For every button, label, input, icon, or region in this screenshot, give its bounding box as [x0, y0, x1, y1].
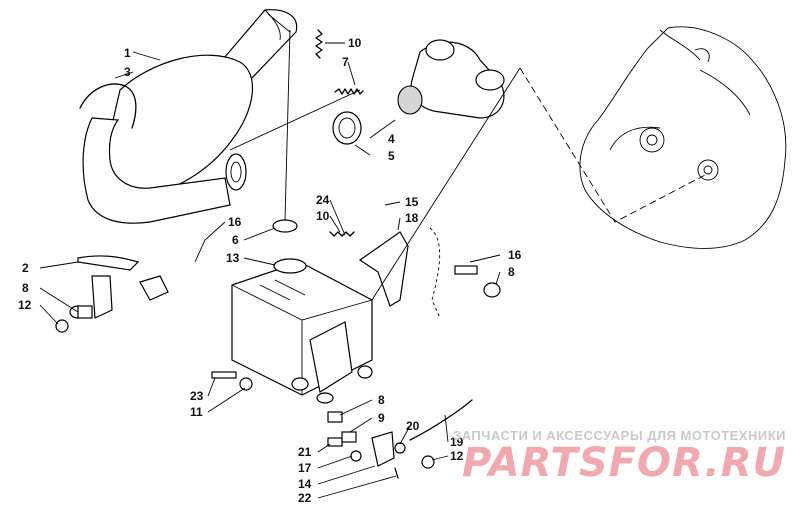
callout-16: 16 — [228, 215, 242, 229]
callout-6: 6 — [232, 233, 239, 247]
callout-17: 17 — [298, 461, 312, 475]
spring-10-top — [315, 29, 323, 59]
callout-1: 1 — [124, 46, 131, 60]
callout-21: 21 — [298, 445, 312, 459]
expansion-chamber-pipe — [82, 9, 298, 224]
callout-10: 10 — [348, 36, 362, 50]
bracket-18 — [329, 231, 409, 307]
lower-hardware — [211, 371, 473, 479]
callout-15: 15 — [405, 195, 419, 209]
callout-18: 18 — [405, 211, 419, 225]
callout-2: 2 — [22, 261, 29, 275]
callout-24: 24 — [316, 193, 330, 207]
engine-outline — [579, 26, 787, 249]
callout-4: 4 — [388, 132, 395, 146]
pipe-hanger-bracket — [77, 255, 169, 319]
callout-5: 5 — [388, 149, 395, 163]
callout-19: 19 — [450, 435, 464, 449]
grommet-6 — [272, 219, 298, 233]
callout-8c: 8 — [378, 393, 385, 407]
exhaust-manifold — [397, 39, 505, 119]
callout-3: 3 — [124, 65, 131, 79]
watermark-logo: PARTSFOR.RU — [461, 440, 786, 486]
callout-8: 8 — [22, 281, 29, 295]
callout-23: 23 — [190, 389, 204, 403]
gasket-ring — [332, 111, 362, 145]
callout-14: 14 — [298, 477, 312, 491]
callout-13: 13 — [226, 251, 240, 265]
spring-3 — [79, 83, 137, 129]
callout-16b: 16 — [508, 248, 522, 262]
spring-7 — [334, 88, 364, 95]
callout-labels: 1 3 10 7 4 5 16 6 13 2 8 12 24 15 10 18 … — [18, 36, 522, 505]
callout-10b: 10 — [316, 209, 330, 223]
callout-11: 11 — [190, 405, 203, 419]
callout-22: 22 — [298, 491, 312, 505]
watermark-caption: ЗАПЧАСТИ И АКСЕССУАРЫ ДЛЯ МОТОТЕХНИКИ — [453, 428, 786, 443]
callout-9: 9 — [378, 411, 385, 425]
silencer-box — [231, 258, 373, 404]
leader-lines — [39, 29, 521, 499]
watermark: ЗАПЧАСТИ И АКСЕССУАРЫ ДЛЯ МОТОТЕХНИКИ PA… — [453, 428, 786, 485]
callout-7: 7 — [342, 55, 349, 69]
callout-12: 12 — [18, 298, 32, 312]
callout-12b: 12 — [450, 449, 464, 463]
right-bolt-bushing — [454, 265, 501, 298]
callout-8b: 8 — [508, 265, 515, 279]
callout-20: 20 — [406, 419, 420, 433]
